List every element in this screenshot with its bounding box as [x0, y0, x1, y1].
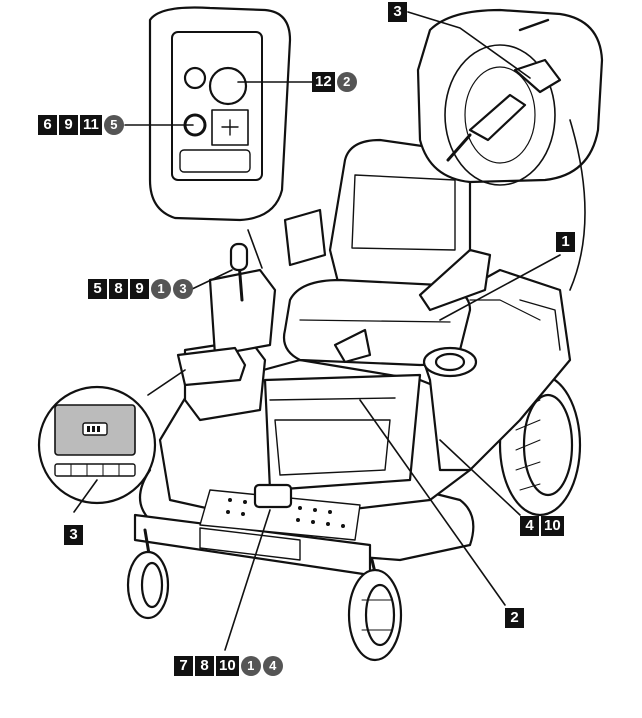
inset-charging-plug: [416, 8, 604, 186]
inset-control-panel: [37, 385, 157, 505]
callout-circle: 3: [173, 279, 193, 299]
front-right-caster: [347, 558, 403, 662]
callout-left-panel: 3: [64, 525, 83, 545]
callout-circle: 1: [240, 656, 261, 676]
callout-bottom: 7 8 10 1 4: [174, 656, 283, 676]
callout-square: 10: [541, 516, 564, 536]
callout-square: 7: [174, 656, 193, 676]
callout-square: 3: [64, 525, 83, 545]
inset-socket-panel: [148, 6, 292, 222]
callout-square: 2: [505, 608, 524, 628]
callout-square: 12: [312, 72, 335, 92]
callout-square: 11: [80, 115, 102, 135]
callout-square: 9: [130, 279, 149, 299]
callout-square: 6: [38, 115, 57, 135]
callout-square: 8: [109, 279, 128, 299]
mower-body: [138, 242, 572, 562]
charge-port-icon: [208, 66, 248, 106]
callout-top-right: 3: [388, 2, 407, 22]
leader-lines: [73, 11, 586, 651]
callout-left-lever: 5 8 9 1 3: [88, 279, 193, 299]
callout-circle: 5: [103, 115, 124, 135]
callout-square: 9: [59, 115, 78, 135]
callout-right-lower: 4 10: [520, 516, 564, 536]
front-bumper: [133, 483, 372, 577]
callout-square: 1: [556, 232, 575, 252]
callout-circle: 4: [262, 656, 283, 676]
callout-square: 10: [216, 656, 239, 676]
callout-bottom-right: 2: [505, 608, 524, 628]
front-left-caster: [126, 528, 170, 620]
callout-square: 3: [388, 2, 407, 22]
charging-plug-icon: [468, 93, 527, 142]
usb-icon: [211, 109, 249, 146]
seat: [282, 138, 492, 378]
callout-left-knob: 6 9 11 5: [38, 115, 124, 135]
callout-square: 5: [88, 279, 107, 299]
callout-square: 4: [520, 516, 539, 536]
callout-top-center: 12 2: [312, 72, 357, 92]
callout-right-seat: 1: [556, 232, 575, 252]
callout-circle: 2: [336, 72, 357, 92]
callout-square: 8: [195, 656, 214, 676]
callout-circle: 1: [151, 279, 171, 299]
